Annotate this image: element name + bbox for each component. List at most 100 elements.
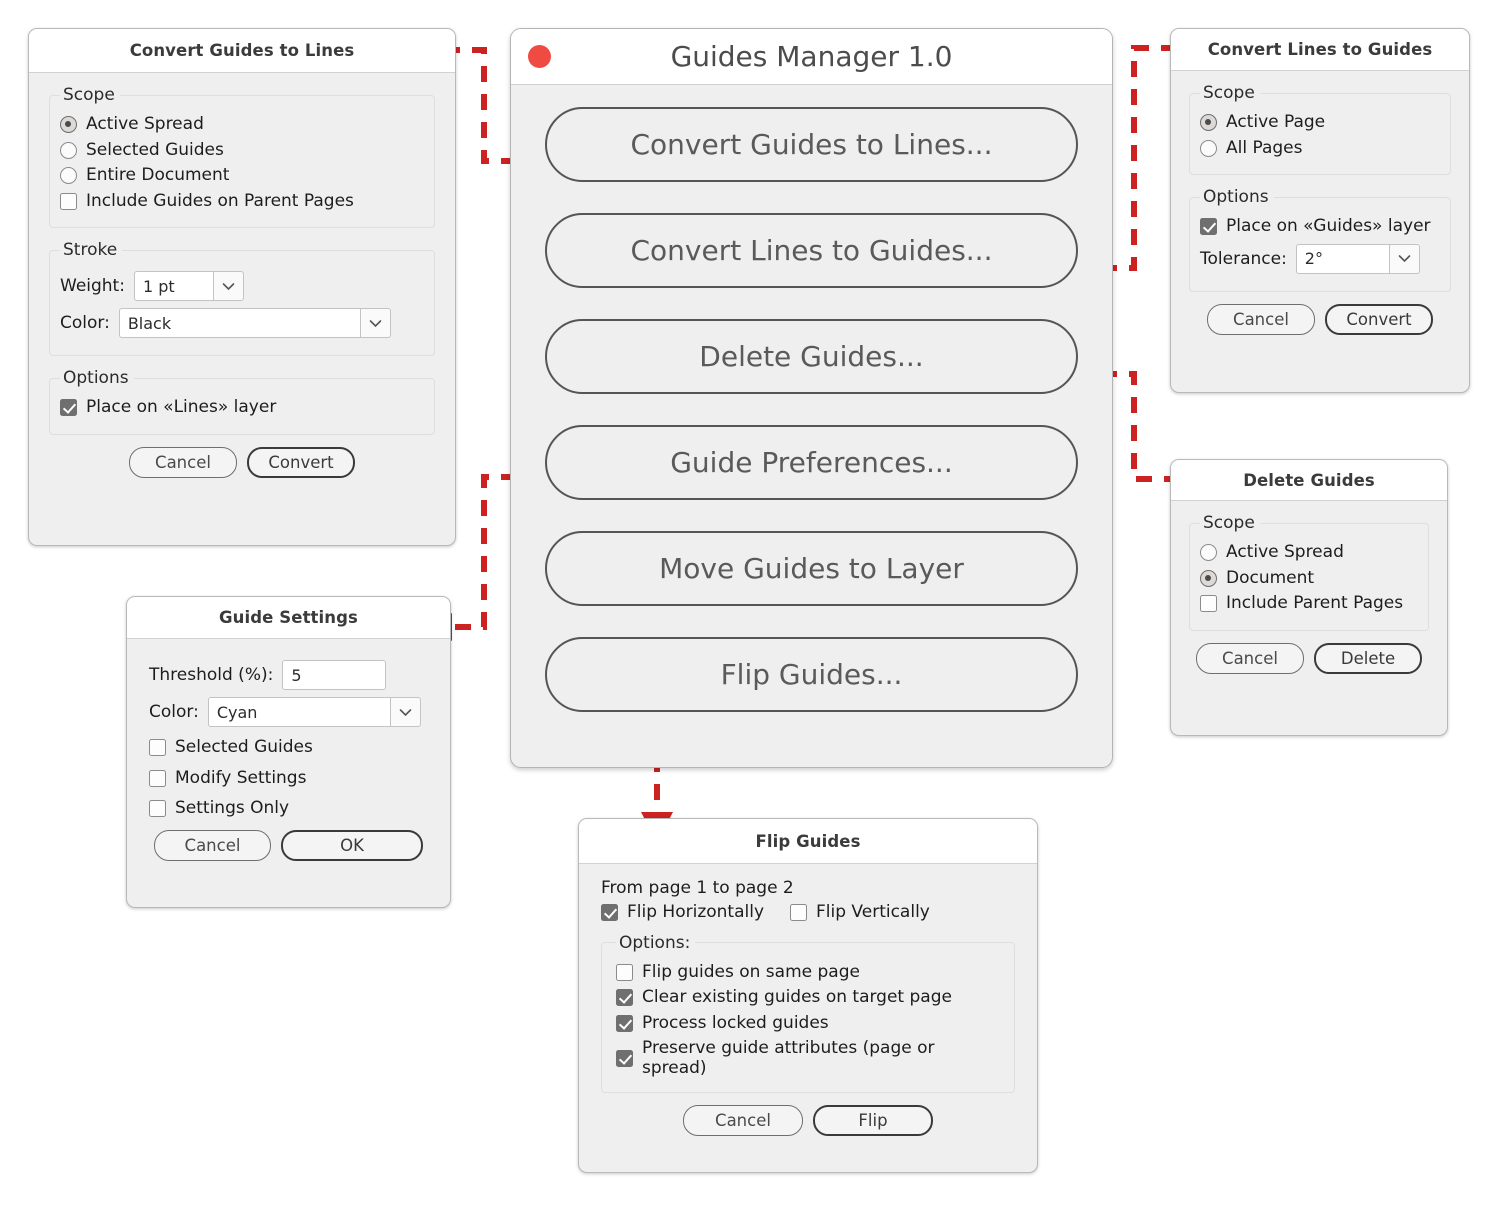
flip-button[interactable]: Flip [813, 1105, 933, 1137]
convert-button[interactable]: Convert [1325, 303, 1433, 335]
scope-legend: Scope [1203, 513, 1255, 533]
chevron-down-icon[interactable] [389, 697, 421, 727]
ok-button[interactable]: OK [281, 829, 423, 861]
threshold-row: Threshold (%): 5 [149, 660, 428, 690]
delete-guides-dialog: Delete Guides Scope Active Spread Docume… [1170, 459, 1448, 736]
scope-group: Scope Active Spread Selected Guides Enti… [49, 85, 435, 229]
color-select[interactable]: Cyan [207, 697, 421, 727]
radio-all-pages[interactable]: All Pages [1200, 137, 1440, 159]
color-value: Cyan [207, 697, 390, 727]
convert-button[interactable]: Convert [247, 446, 355, 478]
radio-label: All Pages [1226, 137, 1303, 158]
tolerance-label: Tolerance: [1200, 248, 1287, 269]
window-title: Guides Manager 1.0 [670, 40, 953, 73]
checkbox-icon [616, 989, 633, 1007]
guide-settings-dialog: Guide Settings Threshold (%): 5 Color: C… [126, 596, 451, 908]
options-group: Options: Flip guides on same page Clear … [601, 932, 1015, 1094]
checkbox-label: Flip Vertically [816, 902, 930, 922]
dialog-title: Guide Settings [127, 597, 450, 639]
dialog-footer: Cancel Delete [1189, 642, 1429, 674]
close-dot-icon[interactable] [528, 45, 551, 68]
move-guides-to-layer-button[interactable]: Move Guides to Layer [545, 531, 1078, 606]
checkbox-flip-horizontally[interactable]: Flip Horizontally [601, 902, 764, 923]
radio-document[interactable]: Document [1200, 567, 1418, 589]
checkbox-selected-guides[interactable]: Selected Guides [149, 737, 428, 758]
options-group: Options Place on «Lines» layer [49, 368, 435, 435]
scope-group: Scope Active Page All Pages [1189, 83, 1451, 176]
color-select[interactable]: Black [118, 308, 391, 339]
convert-guides-to-lines-button[interactable]: Convert Guides to Lines... [545, 107, 1078, 182]
checkbox-icon [601, 904, 618, 922]
radio-icon [1200, 114, 1217, 132]
radio-label: Entire Document [86, 165, 230, 186]
options-legend: Options [1203, 187, 1269, 208]
radio-label: Document [1226, 567, 1315, 588]
checkbox-settings-only[interactable]: Settings Only [149, 799, 428, 819]
radio-entire-document[interactable]: Entire Document [60, 166, 424, 186]
cancel-button[interactable]: Cancel [683, 1105, 803, 1137]
radio-active-spread[interactable]: Active Spread [60, 114, 424, 135]
checkbox-icon [60, 399, 77, 417]
chevron-down-icon[interactable] [1388, 243, 1420, 274]
tolerance-select[interactable]: 2° [1295, 243, 1420, 274]
scope-group: Scope Active Spread Document Include Par… [1189, 513, 1429, 631]
window-title-bar: Guides Manager 1.0 [511, 29, 1112, 85]
cancel-button[interactable]: Cancel [1207, 303, 1315, 335]
checkbox-icon [616, 1050, 633, 1068]
checkbox-place-on-guides-layer[interactable]: Place on «Guides» layer [1200, 217, 1440, 237]
dialog-title: Delete Guides [1171, 460, 1447, 501]
checkbox-include-parent-pages[interactable]: Include Guides on Parent Pages [60, 190, 424, 212]
options-legend: Options: [619, 932, 691, 953]
checkbox-process-locked-guides[interactable]: Process locked guides [616, 1012, 1000, 1034]
checkbox-include-parent-pages[interactable]: Include Parent Pages [1200, 594, 1418, 614]
checkbox-place-on-lines-layer[interactable]: Place on «Lines» layer [60, 398, 424, 418]
checkbox-icon [790, 904, 808, 922]
checkbox-modify-settings[interactable]: Modify Settings [149, 767, 428, 789]
threshold-input[interactable]: 5 [282, 660, 387, 690]
weight-select[interactable]: 1 pt [133, 271, 244, 302]
flip-guides-button[interactable]: Flip Guides... [545, 637, 1078, 712]
checkbox-flip-vertically[interactable]: Flip Vertically [790, 902, 930, 923]
cancel-button[interactable]: Cancel [154, 829, 271, 861]
flip-guides-dialog: Flip Guides From page 1 to page 2 Flip H… [578, 818, 1038, 1173]
checkbox-preserve-guide-attributes[interactable]: Preserve guide attributes (page or sprea… [616, 1038, 1000, 1078]
checkbox-icon [616, 963, 633, 981]
page-range-text: From page 1 to page 2 [601, 878, 794, 898]
guide-preferences-button[interactable]: Guide Preferences... [545, 425, 1078, 500]
checkbox-label: Clear existing guides on target page [642, 987, 952, 1008]
checkbox-label: Preserve guide attributes (page or sprea… [642, 1038, 935, 1078]
chevron-down-icon[interactable] [359, 308, 391, 339]
main-button-list: Convert Guides to Lines... Convert Lines… [511, 85, 1112, 734]
dialog-title: Flip Guides [579, 819, 1037, 864]
dialog-title: Convert Lines to Guides [1171, 29, 1469, 71]
color-label: Color: [60, 313, 110, 334]
radio-icon [1200, 544, 1217, 562]
convert-guides-to-lines-dialog: Convert Guides to Lines Scope Active Spr… [28, 28, 456, 546]
radio-active-spread[interactable]: Active Spread [1200, 542, 1418, 563]
radio-icon [1200, 139, 1217, 157]
cancel-button[interactable]: Cancel [129, 446, 237, 478]
checkbox-clear-existing-guides[interactable]: Clear existing guides on target page [616, 988, 1000, 1008]
checkbox-label: Process locked guides [642, 1012, 829, 1033]
checkbox-label: Modify Settings [175, 767, 307, 788]
cancel-button[interactable]: Cancel [1196, 642, 1304, 674]
checkbox-label: Selected Guides [175, 737, 313, 757]
checkbox-label: Include Guides on Parent Pages [86, 190, 354, 211]
delete-guides-button[interactable]: Delete Guides... [545, 319, 1078, 394]
checkbox-flip-same-page[interactable]: Flip guides on same page [616, 961, 1000, 983]
color-row: Color: Black [60, 308, 424, 339]
convert-lines-to-guides-button[interactable]: Convert Lines to Guides... [545, 213, 1078, 288]
radio-label: Active Spread [1226, 542, 1344, 562]
chevron-down-icon[interactable] [212, 271, 244, 302]
options-group: Options Place on «Guides» layer Toleranc… [1189, 187, 1451, 292]
weight-label: Weight: [60, 276, 125, 297]
dialog-footer: Cancel Flip [601, 1105, 1015, 1137]
stroke-group: Stroke Weight: 1 pt Color: Black [49, 240, 435, 357]
radio-active-page[interactable]: Active Page [1200, 112, 1440, 133]
checkbox-label: Place on «Lines» layer [86, 397, 277, 418]
scope-legend: Scope [63, 85, 115, 105]
radio-selected-guides[interactable]: Selected Guides [60, 140, 424, 161]
checkbox-label: Flip guides on same page [642, 961, 860, 982]
threshold-label: Threshold (%): [149, 665, 274, 685]
delete-button[interactable]: Delete [1314, 642, 1422, 674]
